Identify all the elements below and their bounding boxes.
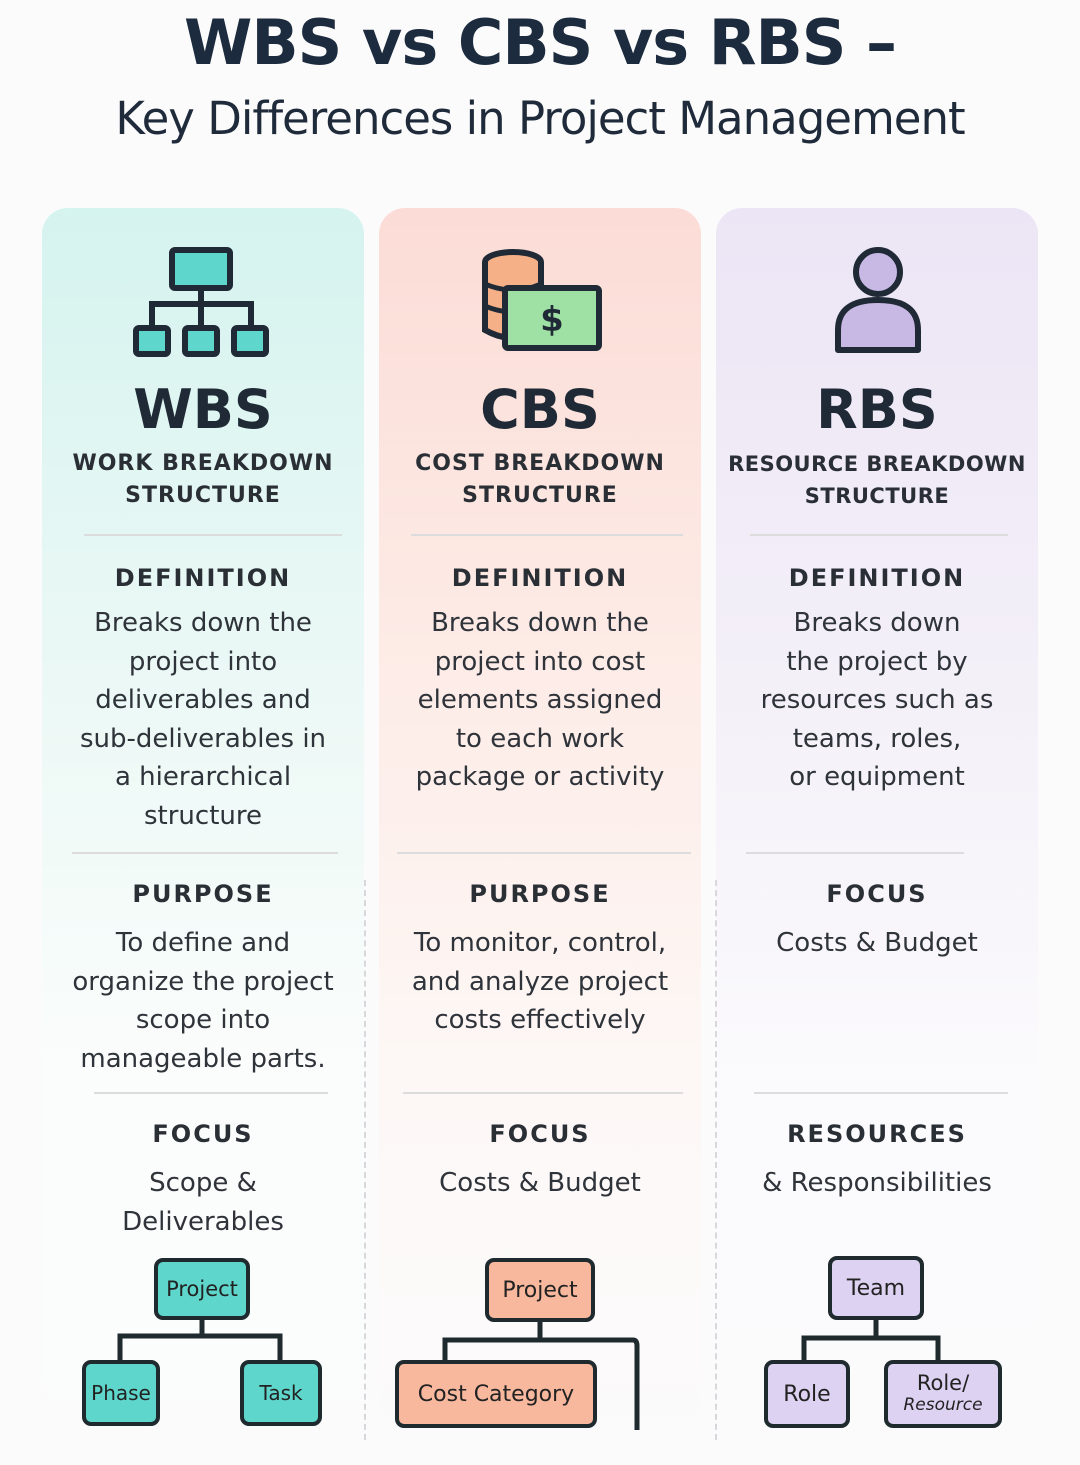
cbs-definition-heading: DEFINITION [451,564,629,592]
cbs-purpose-heading: PURPOSE [469,880,611,908]
rbs-focus-heading: FOCUS [826,880,928,908]
divider [72,852,338,854]
wbs-tree-connectors [117,1320,283,1360]
person-icon [835,247,921,353]
rbs-tree-role-node: Role [764,1360,850,1428]
column-separator [364,880,366,1440]
cbs-full-name: COST BREAKDOWN STRUCTURE [415,451,665,508]
rbs-definition-heading: DEFINITION [788,564,966,592]
rbs-definition-text: Breaks down the project by resources suc… [760,608,994,792]
wbs-abbr: WBS [133,378,273,441]
cbs-definition-text: Breaks down the project into cost elemen… [415,608,665,792]
wbs-focus-text: Scope & Deliverables [122,1168,284,1237]
divider [754,1092,1008,1094]
wbs-focus-heading: FOCUS [152,1120,254,1148]
rbs-column: RBS RESOURCE BREAKDOWN STRUCTURE DEFINIT… [716,208,1038,1458]
wbs-column: WBS WORK BREAKDOWN STRUCTURE DEFINITION … [42,208,364,1458]
rbs-full-name: RESOURCE BREAKDOWN STRUCTURE [728,452,1026,508]
rbs-resources-text: & Responsibilities [762,1168,992,1198]
wbs-full-name: WORK BREAKDOWN STRUCTURE [72,451,334,508]
role-resource-line1: Role/ [916,1371,970,1395]
wbs-tree-phase-node: Phase [82,1360,160,1426]
divider [397,852,691,854]
wbs-definition-text: Breaks down the project into deliverable… [79,608,327,831]
wbs-purpose-heading: PURPOSE [132,880,274,908]
rbs-resources-heading: RESOURCES [787,1120,967,1148]
divider [411,534,683,536]
wbs-tree-project-node: Project [154,1258,250,1320]
hierarchy-icon [133,247,269,357]
cbs-tree-cost-category-node: Cost Category [395,1360,597,1428]
rbs-tree-team-node: Team [828,1256,924,1320]
divider [84,534,342,536]
page-title: WBS vs CBS vs RBS – [184,6,897,79]
cbs-abbr: CBS [480,378,600,441]
wbs-tree-task-node: Task [240,1360,322,1426]
cbs-focus-text: Costs & Budget [439,1168,641,1198]
column-separator [715,880,717,1440]
rbs-focus-text: Costs & Budget [776,928,978,958]
cbs-tree-connectors [442,1320,640,1430]
rbs-tree-role-resource-node: Role/ Resource [884,1360,1002,1428]
divider [94,1092,328,1094]
divider [746,852,964,854]
role-resource-line2: Resource [903,1395,983,1415]
divider [403,1092,683,1094]
cbs-focus-heading: FOCUS [489,1120,591,1148]
divider [750,534,1008,536]
rbs-tree-connectors [801,1318,941,1360]
cbs-tree-project-node: Project [485,1258,595,1322]
wbs-definition-heading: DEFINITION [114,564,292,592]
wbs-purpose-text: To define and organize the project scope… [72,928,334,1074]
cbs-purpose-text: To monitor, control, and analyze project… [411,928,669,1035]
svg-text:$: $ [540,300,564,340]
coins-and-cash-icon: $ [482,249,602,351]
page-subtitle: Key Differences in Project Management [115,92,965,145]
rbs-abbr: RBS [816,378,938,441]
cbs-column: $ CBS COST BREAKDOWN STRUCTURE DEFINITIO… [379,208,701,1458]
